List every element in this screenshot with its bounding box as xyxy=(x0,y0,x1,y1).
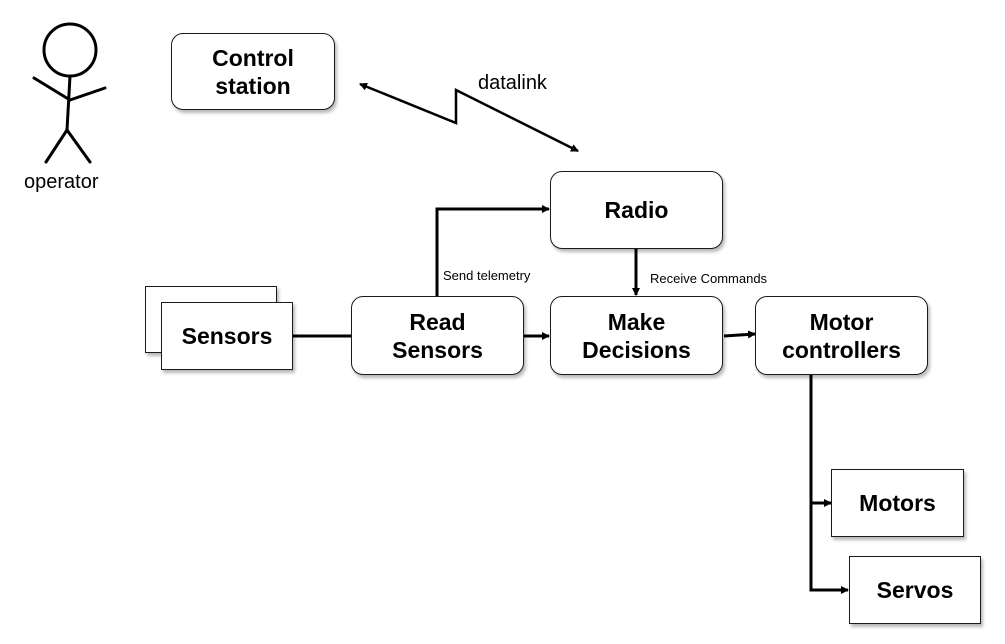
motor-controllers-node: Motor controllers xyxy=(755,296,928,375)
servos-label: Servos xyxy=(876,577,954,603)
telemetry-edge xyxy=(435,205,550,297)
operator-label: operator xyxy=(24,171,99,193)
control-station-node: Control station xyxy=(171,33,335,110)
servos-node: Servos xyxy=(849,556,981,624)
receive-commands-label: Receive Commands xyxy=(650,271,768,286)
make-decisions-node: Make Decisions xyxy=(550,296,723,375)
sensors-node: Sensors xyxy=(161,302,293,370)
make-decisions-label: Make Decisions xyxy=(582,308,691,363)
read-sensors-node: Read Sensors xyxy=(351,296,524,375)
operator-figure xyxy=(32,22,107,164)
datalink-label: datalink xyxy=(478,72,547,94)
read-sensors-label: Read Sensors xyxy=(392,308,483,363)
motors-label: Motors xyxy=(859,490,936,516)
decisions-to-controllers-edge xyxy=(723,330,756,339)
radio-node: Radio xyxy=(550,171,723,249)
datalink-edge xyxy=(359,82,579,153)
motors-node: Motors xyxy=(831,469,964,537)
controllers-to-servos-edge xyxy=(809,375,849,594)
control-station-label: Control station xyxy=(212,44,294,99)
radio-label: Radio xyxy=(604,197,669,223)
motor-controllers-label: Motor controllers xyxy=(782,308,901,363)
send-telemetry-label: Send telemetry xyxy=(443,268,531,283)
sensors-label: Sensors xyxy=(181,323,273,349)
